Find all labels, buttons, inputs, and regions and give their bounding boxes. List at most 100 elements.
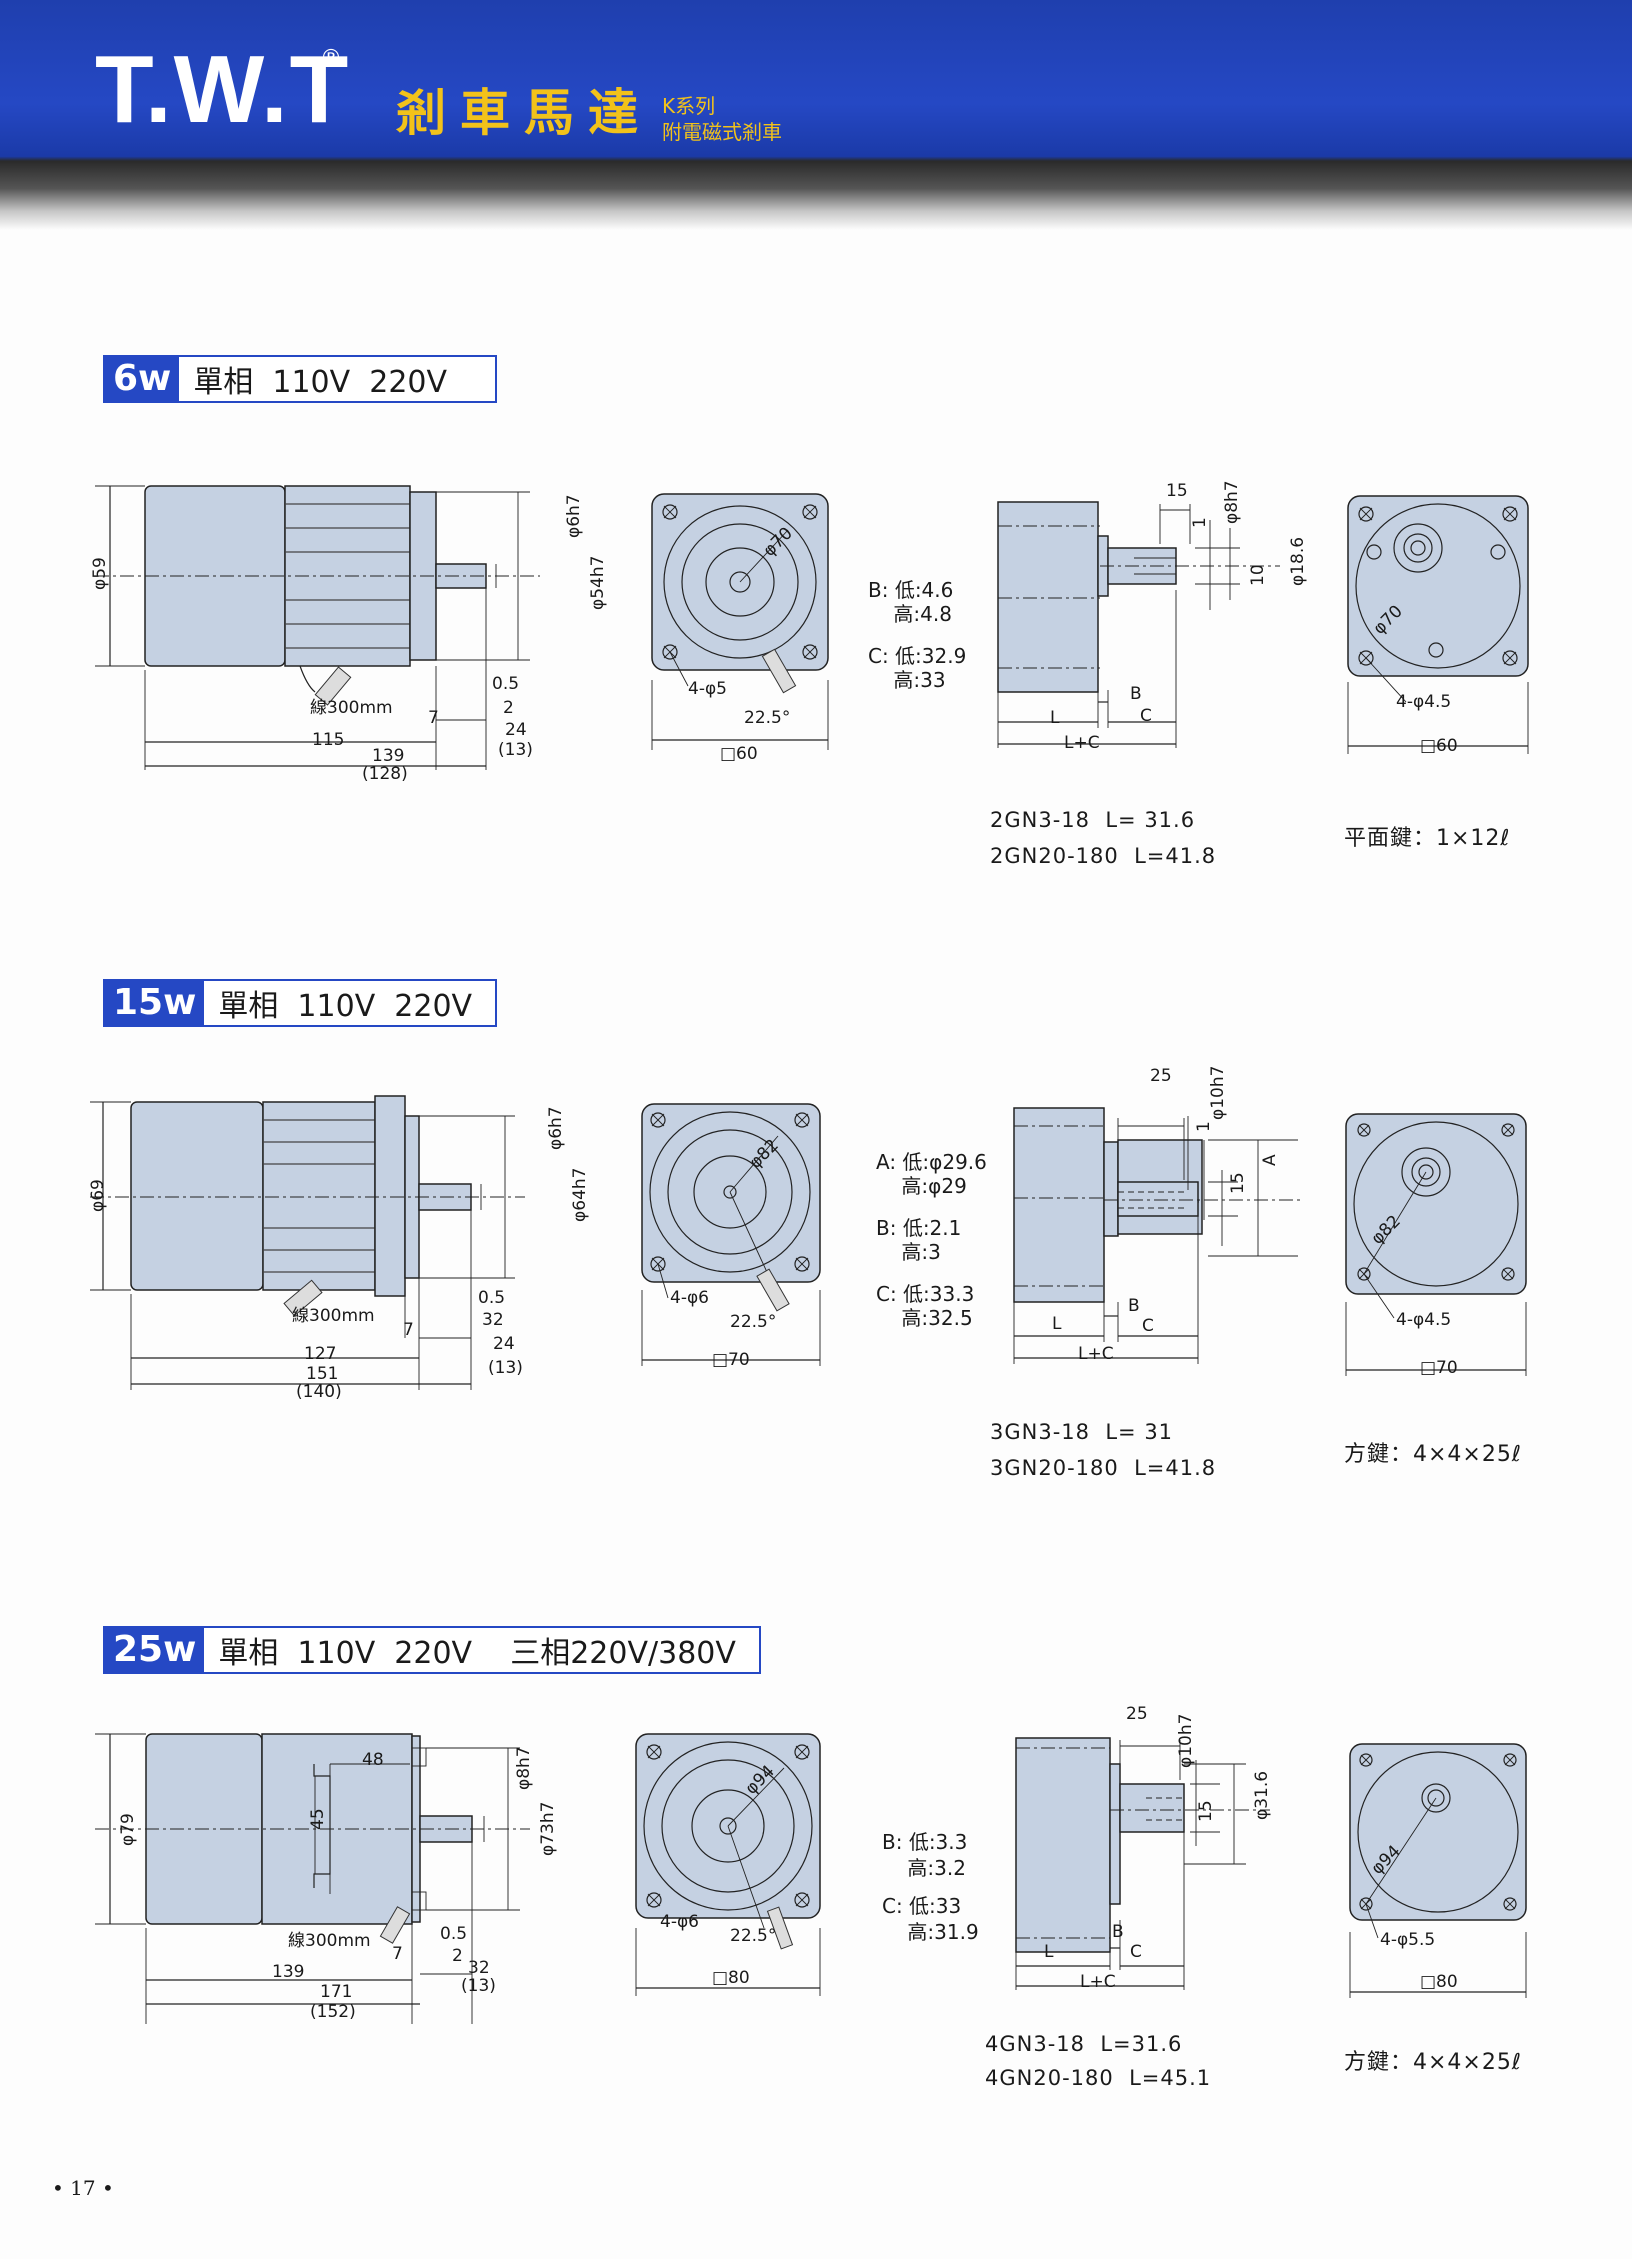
dim-2: 2 (503, 698, 514, 718)
series-label: K系列 (662, 94, 716, 118)
gear-note-b-high: 高:3.2 (882, 1856, 966, 1880)
gear-face-holes: 4-φ5.5 (1380, 1930, 1436, 1950)
gear-model-1: 3GN3-18 L= 31 (990, 1420, 1174, 1444)
voltage-spec: 單相 110V 220V (218, 989, 473, 1024)
gear-note-c-high: 高:33 (868, 668, 946, 692)
dim-7: 7 (403, 1320, 414, 1340)
key-spec: 方鍵：4×4×25ℓ (1344, 1442, 1522, 1467)
gear-face-square: □80 (1420, 1972, 1458, 1992)
gear-output-diameter: φ18.6 (1288, 536, 1308, 586)
gear-shaft-diameter: φ10h7 (1208, 1065, 1228, 1120)
gear-dim-25: 25 (1150, 1066, 1172, 1086)
gear-note-b-low: B: 低:3.3 (882, 1830, 968, 1854)
gear-dim-lc: L+C (1064, 733, 1100, 753)
gear-dim-lc: L+C (1078, 1344, 1114, 1364)
dim-2: 2 (452, 1946, 463, 1966)
motor-side-view-6w (95, 485, 540, 770)
gear-dim-1: 1 (1194, 1121, 1214, 1132)
dim-115: 115 (312, 730, 345, 750)
gear-note-b-low: B: 低:2.1 (876, 1216, 962, 1240)
gear-note-c-low: C: 低:33.3 (876, 1282, 975, 1306)
motor-side-view-25w (95, 1733, 530, 2024)
gear-dim-b: B (1130, 684, 1142, 704)
motor-face-view-25w (635, 1733, 821, 1996)
dim-171: 171 (320, 1982, 353, 2002)
face-square: □60 (720, 744, 758, 764)
gearhead-face-view-6w (1347, 495, 1529, 754)
dim-45: 45 (308, 1808, 328, 1830)
voltage-spec: 單相 110V 220V 三相220V/380V (218, 1636, 736, 1671)
dim-0-5: 0.5 (492, 674, 520, 694)
gear-face-square: □70 (1420, 1358, 1458, 1378)
gear-model-2: 4GN20-180 L=45.1 (985, 2066, 1212, 2090)
dim-140: (140) (296, 1382, 342, 1402)
dim-13: (13) (461, 1976, 496, 1996)
gear-dim-10: 10 (1248, 564, 1268, 586)
dim-128: (128) (362, 764, 408, 784)
gear-shaft-diameter: φ8h7 (1222, 480, 1242, 524)
dim-13: (13) (488, 1358, 523, 1378)
dim-pilot-diameter: φ54h7 (588, 555, 608, 610)
gear-dim-b: B (1112, 1922, 1124, 1942)
dim-body-diameter: φ59 (90, 557, 110, 590)
dim-48: 48 (362, 1750, 384, 1770)
dim-0-5: 0.5 (440, 1924, 468, 1944)
dim-shaft-diameter: φ6h7 (546, 1106, 566, 1150)
page-title: 剎車馬達 (396, 84, 652, 142)
gear-dim-c: C (1142, 1316, 1154, 1336)
gear-note-b-low: B: 低:4.6 (868, 578, 954, 602)
dim-7: 7 (392, 1944, 403, 1964)
gear-note-c-high: 高:32.5 (876, 1306, 973, 1330)
wattage-badge: 6w (105, 357, 180, 401)
gear-dim-15: 15 (1166, 481, 1188, 501)
gear-note-b-high: 高:3 (876, 1240, 941, 1264)
gear-dim-1: 1 (1190, 517, 1210, 528)
gear-dim-l: L (1044, 1942, 1054, 1962)
gear-note-c-low: C: 低:33 (882, 1894, 962, 1918)
section-label-6w: 6w 單相 110V 220V (103, 355, 497, 403)
dim-32: 32 (482, 1310, 504, 1330)
gear-dim-b: B (1128, 1296, 1140, 1316)
face-angle: 22.5° (730, 1312, 777, 1332)
voltage-spec: 單相 110V 220V (193, 365, 448, 400)
gearhead-side-view-6w (997, 501, 1280, 748)
dim-body-diameter: φ69 (88, 1179, 108, 1212)
page-number: • 17 • (52, 2176, 114, 2200)
page-header-banner (0, 0, 1632, 230)
dim-7: 7 (428, 708, 439, 728)
gear-note-a-high: 高:φ29 (876, 1174, 967, 1198)
section-label-25w: 25w 單相 110V 220V 三相220V/380V (103, 1626, 761, 1674)
gear-dim-c: C (1140, 706, 1152, 726)
gear-note-a-low: A: 低:φ29.6 (876, 1150, 987, 1174)
gear-dim-l: L (1050, 708, 1060, 728)
gear-model-2: 2GN20-180 L=41.8 (990, 844, 1217, 868)
dim-pilot-diameter: φ64h7 (570, 1167, 590, 1222)
wattage-badge: 15w (105, 981, 205, 1025)
dim-shaft-diameter: φ8h7 (514, 1746, 534, 1790)
dim-wire-length: 線300mm (310, 698, 393, 718)
brand-logo: T.W.T (95, 36, 351, 143)
face-square: □80 (712, 1968, 750, 1988)
gear-dim-l: L (1052, 1314, 1062, 1334)
face-square: □70 (712, 1350, 750, 1370)
gear-model-2: 3GN20-180 L=41.8 (990, 1456, 1217, 1480)
gear-dim-lc: L+C (1080, 1972, 1116, 1992)
dim-13: (13) (498, 740, 533, 760)
dim-139: 139 (272, 1962, 305, 1982)
face-holes: 4-φ6 (670, 1288, 709, 1308)
gear-dim-a: A (1260, 1154, 1280, 1166)
gearhead-face-view-25w (1349, 1743, 1527, 1998)
gearhead-face-view-15w (1345, 1113, 1527, 1376)
dim-152: (152) (310, 2002, 356, 2022)
dim-24: 24 (505, 720, 527, 740)
gear-note-c-high: 高:31.9 (882, 1920, 979, 1944)
gear-dim-15: 15 (1196, 1800, 1216, 1822)
gear-output-diameter: φ31.6 (1252, 1770, 1272, 1820)
dim-body-diameter: φ79 (118, 1813, 138, 1846)
dim-32: 32 (468, 1958, 490, 1978)
brake-type-label: 附電磁式剎車 (662, 120, 782, 144)
gearhead-side-view-25w (1015, 1737, 1270, 1990)
gear-model-1: 2GN3-18 L= 31.6 (990, 808, 1196, 832)
dim-127: 127 (304, 1344, 337, 1364)
gear-shaft-diameter: φ10h7 (1176, 1713, 1196, 1768)
